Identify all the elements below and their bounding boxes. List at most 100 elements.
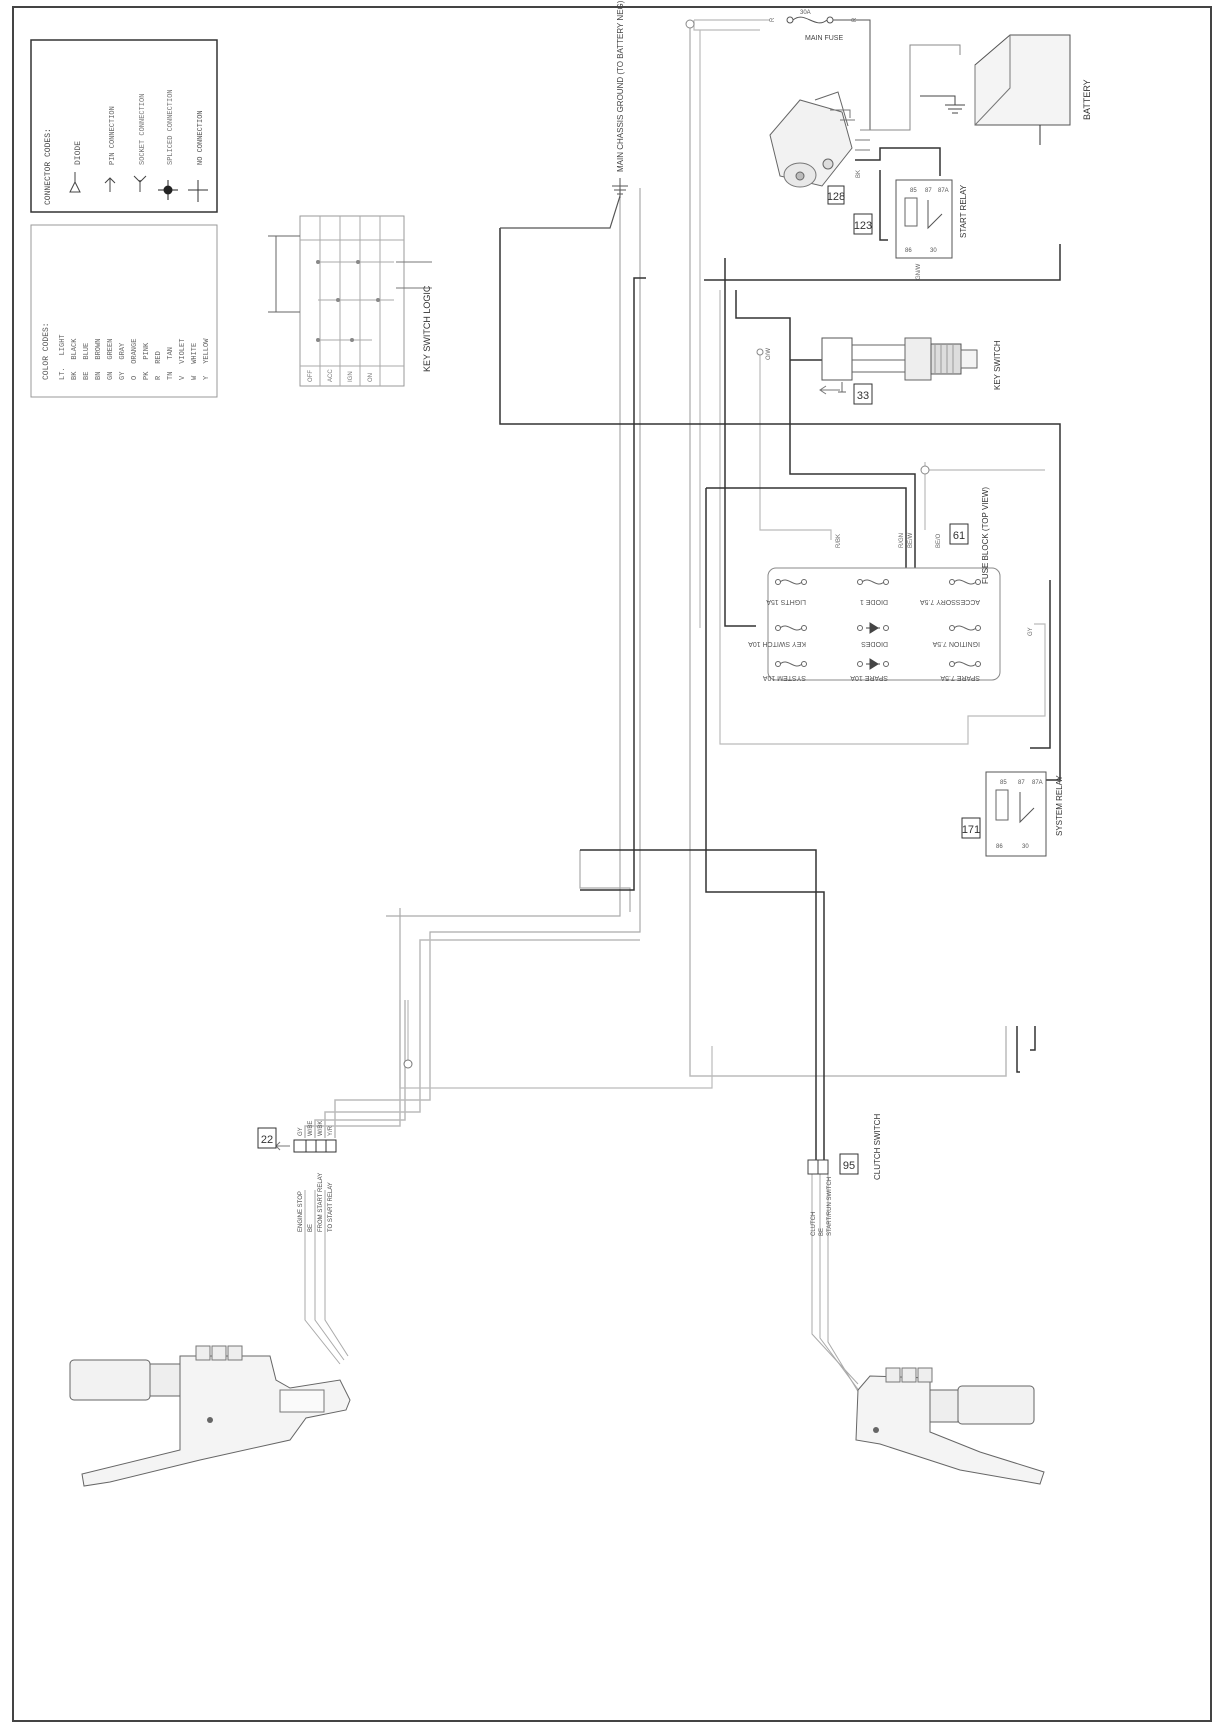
ksl-position-2: IGN [348, 371, 354, 382]
fuse-col-1 [949, 579, 981, 667]
clutch-switch-label: CLUTCH SWITCH [873, 1114, 882, 1180]
svg-text:R/GN: R/GN [899, 533, 905, 548]
battery-label: BATTERY [1082, 79, 1092, 120]
system-relay: 85 86 87 87A 30 171 SYSTEM RELAY [961, 771, 1064, 857]
ksl-position-0: OFF [308, 370, 314, 382]
socket-symbol [133, 175, 147, 192]
connector-legend-title: CONNECTOR CODES: [44, 128, 53, 205]
svg-text:GYGRAY: GYGRAY [119, 342, 127, 380]
system-relay-label: SYSTEM RELAY [1055, 775, 1064, 836]
svg-text:BE/O: BE/O [936, 533, 942, 548]
diode-symbol [69, 172, 81, 193]
pin-symbol [104, 177, 116, 192]
svg-text:O/W: O/W [766, 348, 772, 360]
svg-text:VVIOLET: VVIOLET [179, 339, 187, 380]
svg-text:86: 86 [905, 248, 912, 254]
fuse-block-label: FUSE BLOCK (TOP VIEW) [981, 487, 990, 584]
callout-123: 123 [854, 220, 872, 232]
main-fuse-rating: 30A [800, 10, 811, 16]
svg-text:86: 86 [996, 844, 1003, 850]
svg-text:GY: GY [298, 1127, 304, 1136]
callout-171: 171 [962, 824, 980, 836]
key-switch-logic-label: KEY SWITCH LOGIC [422, 285, 432, 372]
svg-text:OORANGE: OORANGE [131, 339, 139, 380]
svg-text:BE: BE [819, 1228, 825, 1236]
svg-text:R: R [852, 17, 858, 22]
svg-text:ENGINE STOP: ENGINE STOP [298, 1191, 304, 1232]
callout-61: 61 [953, 530, 965, 542]
start-relay: 85 86 87 87A 30 123 START RELAY [853, 179, 968, 259]
key-switch-label: KEY SWITCH [993, 340, 1002, 390]
svg-text:SYSTEM 10A: SYSTEM 10A [762, 674, 806, 681]
callout-22: 22 [261, 1134, 273, 1146]
svg-text:85: 85 [1000, 780, 1007, 786]
svg-text:LT.LIGHT: LT.LIGHT [59, 334, 67, 380]
callout-95: 95 [843, 1160, 855, 1172]
svg-text:30: 30 [930, 248, 937, 254]
left-handlebar [69, 1345, 351, 1487]
svg-text:DIODE 1: DIODE 1 [860, 598, 888, 605]
splice-dot [756, 348, 764, 356]
svg-text:R: R [770, 17, 776, 22]
svg-text:R/BK: R/BK [836, 534, 842, 548]
color-legend-items: LT.LIGHT BKBLACK BEBLUE BNBROWN GNGREEN … [59, 334, 211, 380]
svg-text:LIGHTS 15A: LIGHTS 15A [766, 598, 806, 605]
svg-text:85: 85 [910, 188, 917, 194]
svg-text:SPARE 7.5A: SPARE 7.5A [940, 674, 980, 681]
left-connector: 22 GY W/BE W/BK Y/R ENGINE STOP BE FROM … [257, 1121, 337, 1232]
color-legend-title: COLOR CODES: [42, 322, 51, 380]
starter-motor: 128 [769, 91, 870, 205]
svg-text:WWHITE: WWHITE [191, 343, 199, 380]
battery: BATTERY [860, 34, 1092, 145]
connector-codes-legend: CONNECTOR CODES: DIODE PIN CONNECTION SO… [30, 39, 218, 213]
svg-text:GY: GY [1028, 627, 1034, 636]
svg-text:W/BK: W/BK [318, 1121, 324, 1136]
connector-legend-item-3: SPLICED CONNECTION [167, 89, 175, 165]
main-chassis-ground: MAIN CHASSIS GROUND (TO BATTERY NEG) [612, 0, 628, 198]
ksl-position-1: ACC [328, 369, 334, 382]
clutch-connector: 95 CLUTCH SWITCH CLUTCH BE START/RUN SWI… [807, 1114, 882, 1236]
svg-text:GNGREEN: GNGREEN [107, 339, 115, 380]
svg-text:KEY SWITCH 10A: KEY SWITCH 10A [748, 640, 806, 647]
splice-dot [685, 19, 695, 29]
svg-text:TNTAN: TNTAN [167, 347, 175, 380]
splice-dot [920, 465, 930, 475]
svg-text:Y/R: Y/R [328, 1125, 334, 1136]
svg-text:BEBLUE: BEBLUE [83, 343, 91, 380]
connector-legend-item-2: SOCKET CONNECTION [139, 94, 147, 165]
right-handlebar [855, 1367, 1045, 1485]
callout-128: 128 [827, 191, 845, 203]
splice-dot [403, 1059, 413, 1069]
connector-legend-item-0: DIODE [74, 141, 83, 165]
svg-text:IGNITION 7.5A: IGNITION 7.5A [932, 640, 980, 647]
callout-33: 33 [857, 390, 869, 402]
no-connection-symbol [188, 180, 208, 202]
svg-text:BK: BK [856, 170, 862, 178]
diagram-frame [12, 6, 1212, 1722]
svg-text:BNBROWN: BNBROWN [95, 339, 103, 380]
main-fuse-label: MAIN FUSE [805, 35, 843, 42]
wire-harness [304, 19, 1061, 1399]
svg-text:W/BE: W/BE [308, 1121, 314, 1136]
svg-text:87A: 87A [938, 188, 949, 194]
svg-text:YYELLOW: YYELLOW [203, 338, 211, 380]
svg-text:BKBLACK: BKBLACK [71, 338, 79, 380]
fuse-col-3 [775, 579, 807, 667]
fuse-col-2 [857, 579, 889, 670]
fuse-block: ACCESSORY 7.5A IGNITION 7.5A SPARE 7.5A … [748, 487, 1001, 681]
svg-text:87: 87 [1018, 780, 1025, 786]
connector-legend-item-1: PIN CONNECTION [109, 106, 117, 165]
main-ground-label: MAIN CHASSIS GROUND (TO BATTERY NEG) [616, 0, 625, 172]
svg-text:PKPINK: PKPINK [143, 342, 151, 380]
svg-text:TO START RELAY: TO START RELAY [328, 1182, 334, 1232]
svg-text:RRED: RRED [155, 351, 163, 380]
key-switch-logic-table: OFF ACC IGN ON KEY SWITCH LOGIC [268, 215, 432, 387]
start-relay-label: START RELAY [959, 184, 968, 238]
connector-legend-item-4: NO CONNECTION [197, 110, 205, 165]
svg-text:SPARE 10A: SPARE 10A [850, 674, 888, 681]
svg-text:CLUTCH: CLUTCH [811, 1212, 817, 1236]
key-switch: 33 KEY SWITCH [819, 337, 1002, 405]
svg-text:GN/W: GN/W [916, 263, 922, 280]
